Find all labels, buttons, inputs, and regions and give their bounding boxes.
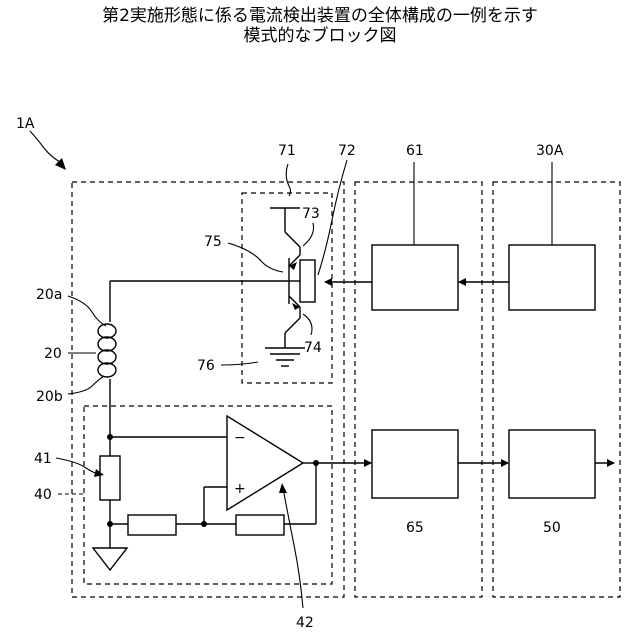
detection-circuit-40-boundary (84, 406, 332, 584)
amp-noninverting-sign: + (234, 481, 246, 497)
label-61: 61 (406, 143, 424, 159)
label-65: 65 (406, 520, 424, 536)
label-73: 73 (302, 206, 320, 222)
block-50 (509, 430, 595, 498)
resistor-41 (100, 456, 120, 500)
label-76: 76 (197, 358, 215, 374)
label-72: 72 (338, 143, 356, 159)
label-1a: 1A (16, 116, 35, 132)
block-65 (372, 430, 458, 498)
label-71: 71 (278, 143, 296, 159)
leader-arrowheads (55, 158, 287, 493)
label-41: 41 (34, 451, 52, 467)
transistor-pair-icon (270, 208, 315, 348)
ground-triangle-icon (93, 548, 127, 570)
label-30a: 30A (536, 143, 564, 159)
label-20a: 20a (36, 287, 62, 303)
block-30a (509, 245, 595, 310)
label-20: 20 (44, 346, 62, 362)
resistor-lower-left (128, 515, 176, 535)
label-40: 40 (34, 487, 52, 503)
label-42: 42 (296, 615, 314, 631)
label-20b: 20b (36, 389, 63, 405)
amp-inverting-sign: − (234, 430, 246, 446)
block-61 (372, 245, 458, 310)
coil-20-icon (98, 281, 289, 437)
label-50: 50 (543, 520, 561, 536)
label-75: 75 (204, 234, 222, 250)
resistor-lower-right (236, 515, 284, 535)
label-74: 74 (304, 340, 322, 356)
emitter-arrow-icons (289, 262, 300, 310)
ground-76-icon (265, 348, 305, 366)
leader-lines (30, 131, 552, 608)
